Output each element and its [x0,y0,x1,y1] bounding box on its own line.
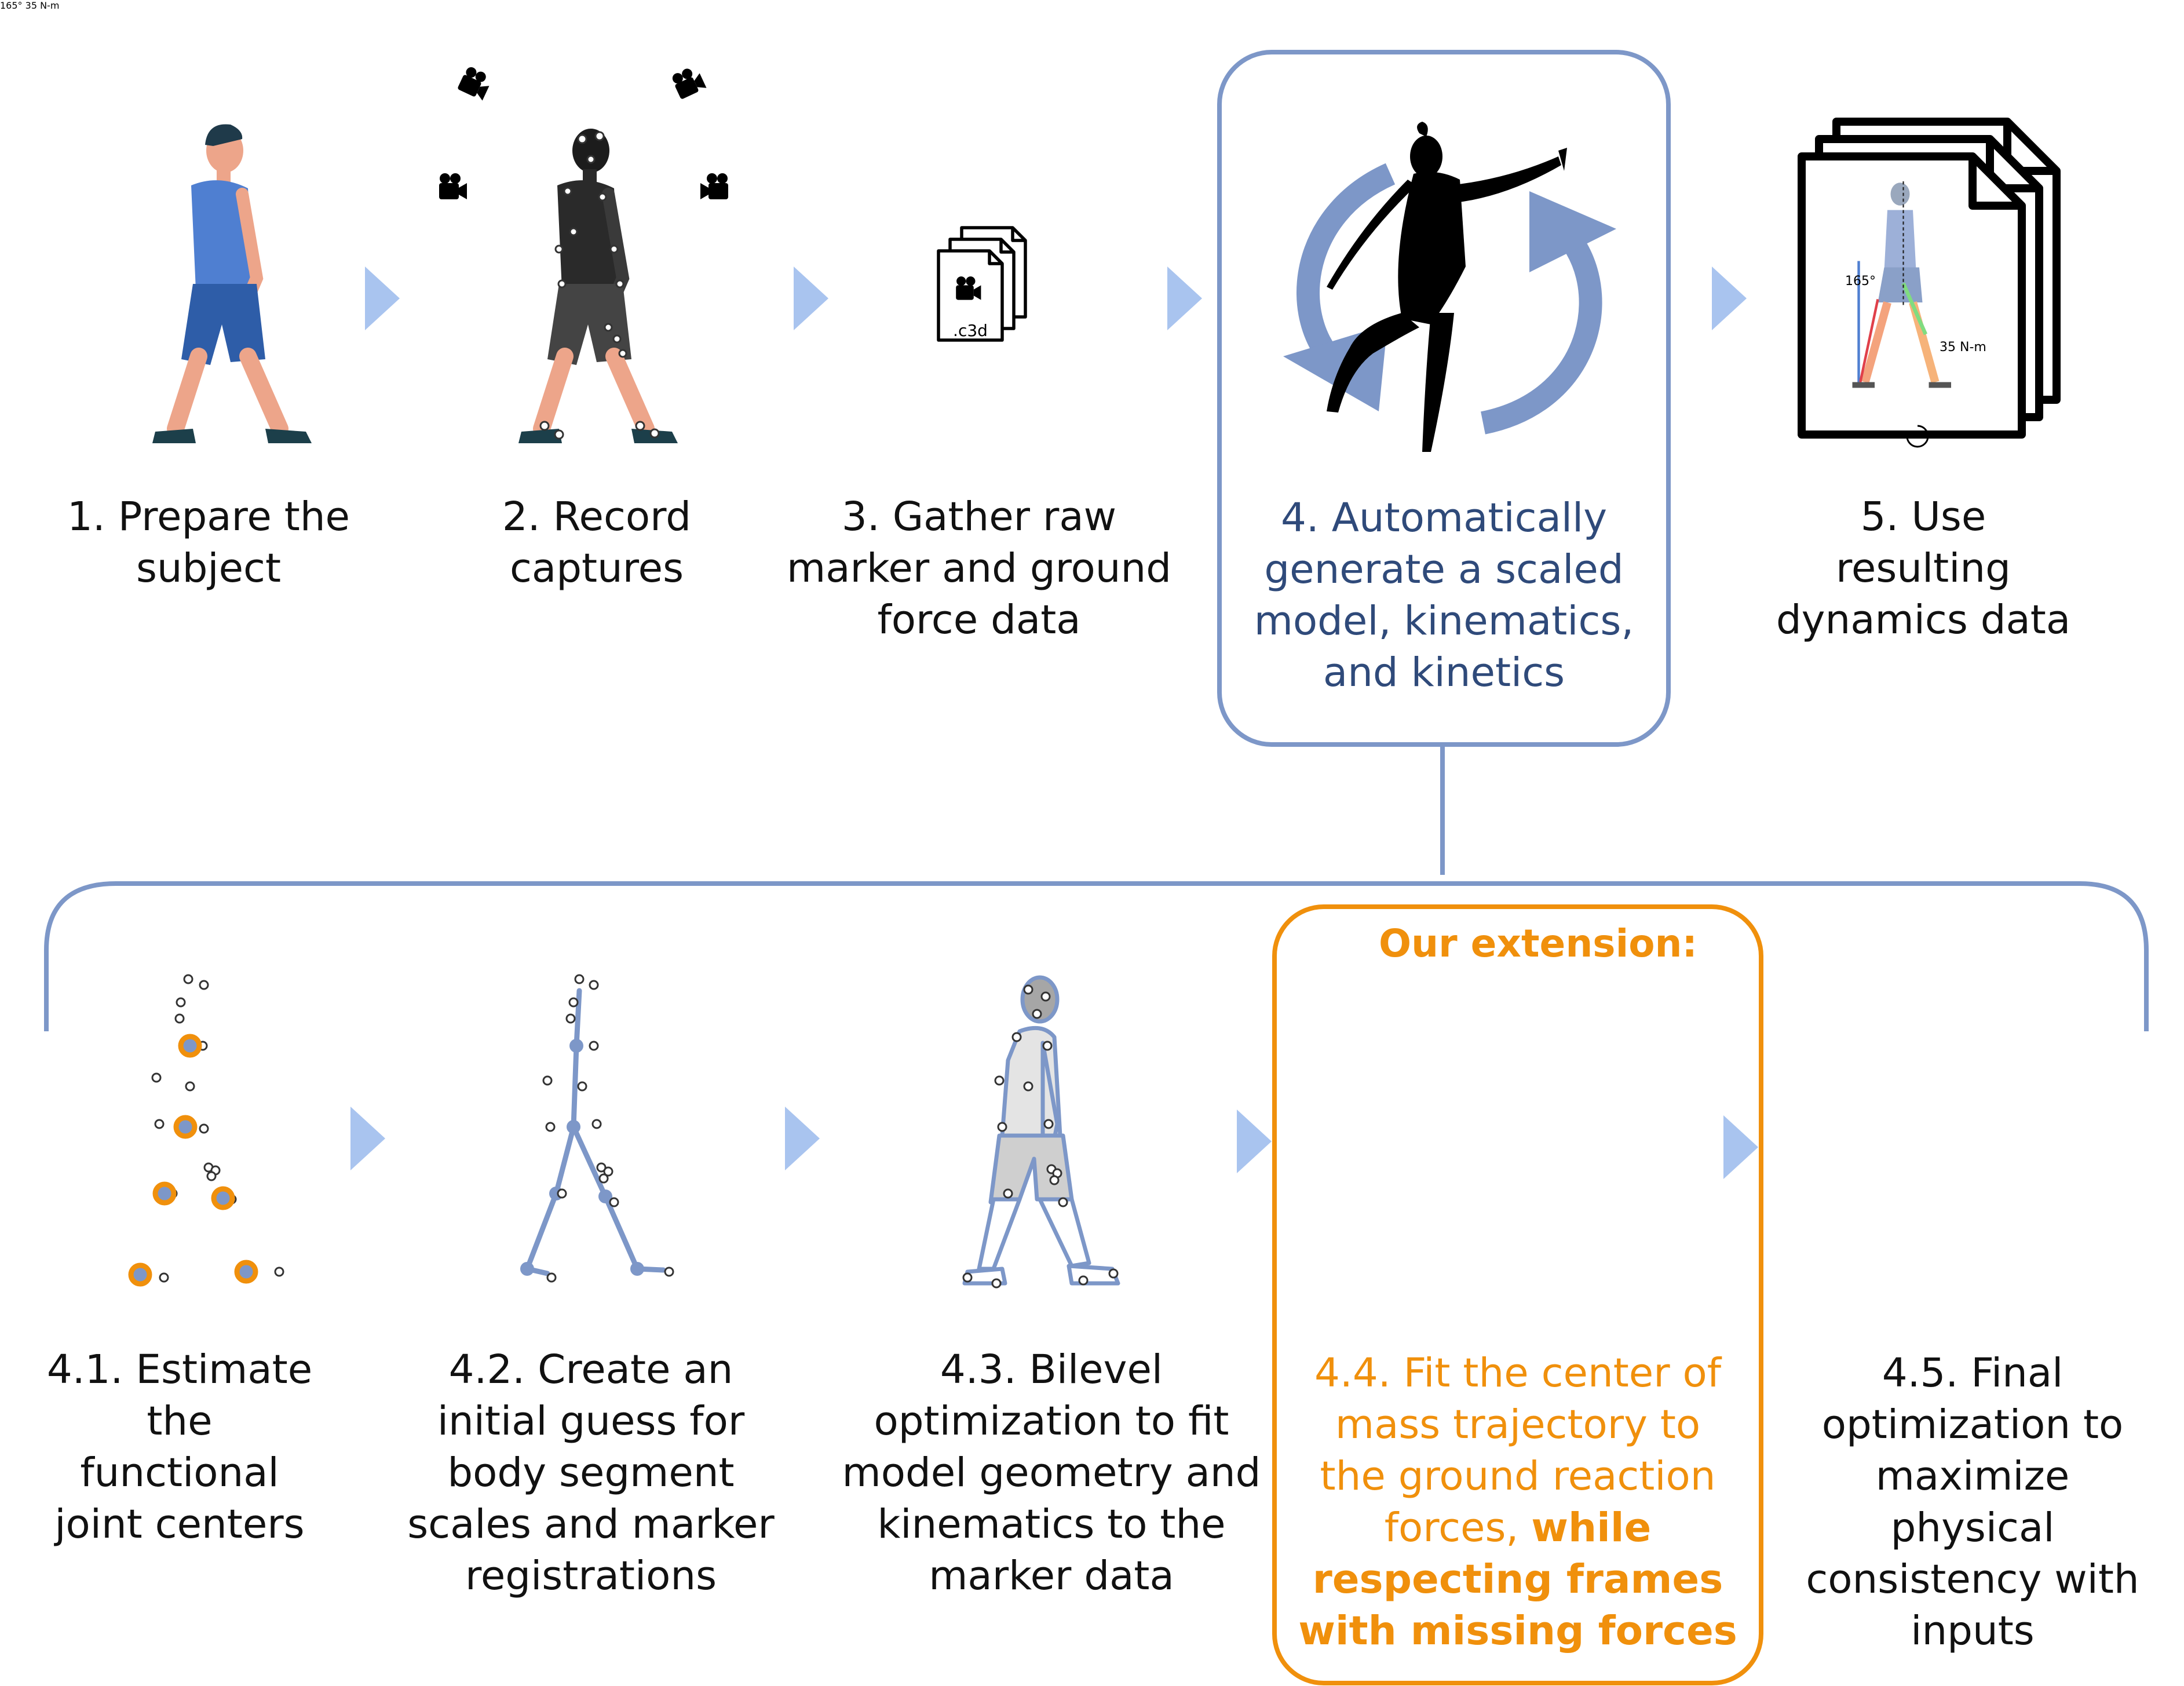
angle-readout: 165° [1845,274,1876,289]
flow-arrow-4 [1712,267,1747,330]
flow-arrow-1 [365,267,400,330]
extension-title: Our extension: [1379,921,1697,966]
bracket-connector [44,881,2149,1031]
flow-arrow-3 [1167,267,1202,330]
step-4-5-caption: 4.5. Final optimization to maximize phys… [1806,1350,2139,1654]
step-2-caption: 2. Record captures [502,494,692,592]
step-5-caption: 5. Use resulting dynamics data [1776,494,2071,643]
step-4-1-caption: 4.1. Estimate the functional joint cente… [46,1346,313,1548]
dancer-silhouette-icon [1327,122,1567,452]
camera-icon [457,65,494,101]
joint-centers-icon [128,974,284,1287]
flow-arrow-7 [1237,1110,1272,1173]
camera-icon [439,173,467,199]
step-4-2-caption: 4.2. Create an initial guess for body se… [407,1346,775,1599]
results-document-stack-icon: 165° 35 N-m [1802,122,2057,448]
skeleton-guess-icon [520,974,674,1283]
flow-arrow-5 [350,1107,385,1170]
camera-icon [700,173,728,199]
step-4-caption: 4. Automatically generate a scaled model… [1254,495,1634,696]
camera-icon [670,64,707,100]
step-4-3-caption: 4.3. Bilevel optimization to fit model g… [842,1346,1261,1599]
torque-readout: 35 N-m [1940,340,1986,355]
step-4-4-caption: 4.4. Fit the center of mass trajectory t… [1298,1350,1737,1654]
step-1-caption: 1. Prepare the subject [67,494,350,592]
fitted-model-icon [962,975,1120,1289]
motion-capture-person-icon [518,129,678,443]
flow-arrow-8 [1723,1115,1758,1179]
extension-box [1272,904,1763,1685]
c3d-file-stack-icon: .c3d [938,228,1025,340]
walking-person-icon [152,124,312,443]
step-3-caption: 3. Gather raw marker and ground force da… [787,494,1171,643]
flow-arrow-2 [794,267,828,330]
flow-arrow-6 [785,1107,820,1170]
angle-readout: 165° [0,0,23,11]
file-extension-label: .c3d [953,321,988,340]
torque-readout: 35 N-m [25,0,60,11]
